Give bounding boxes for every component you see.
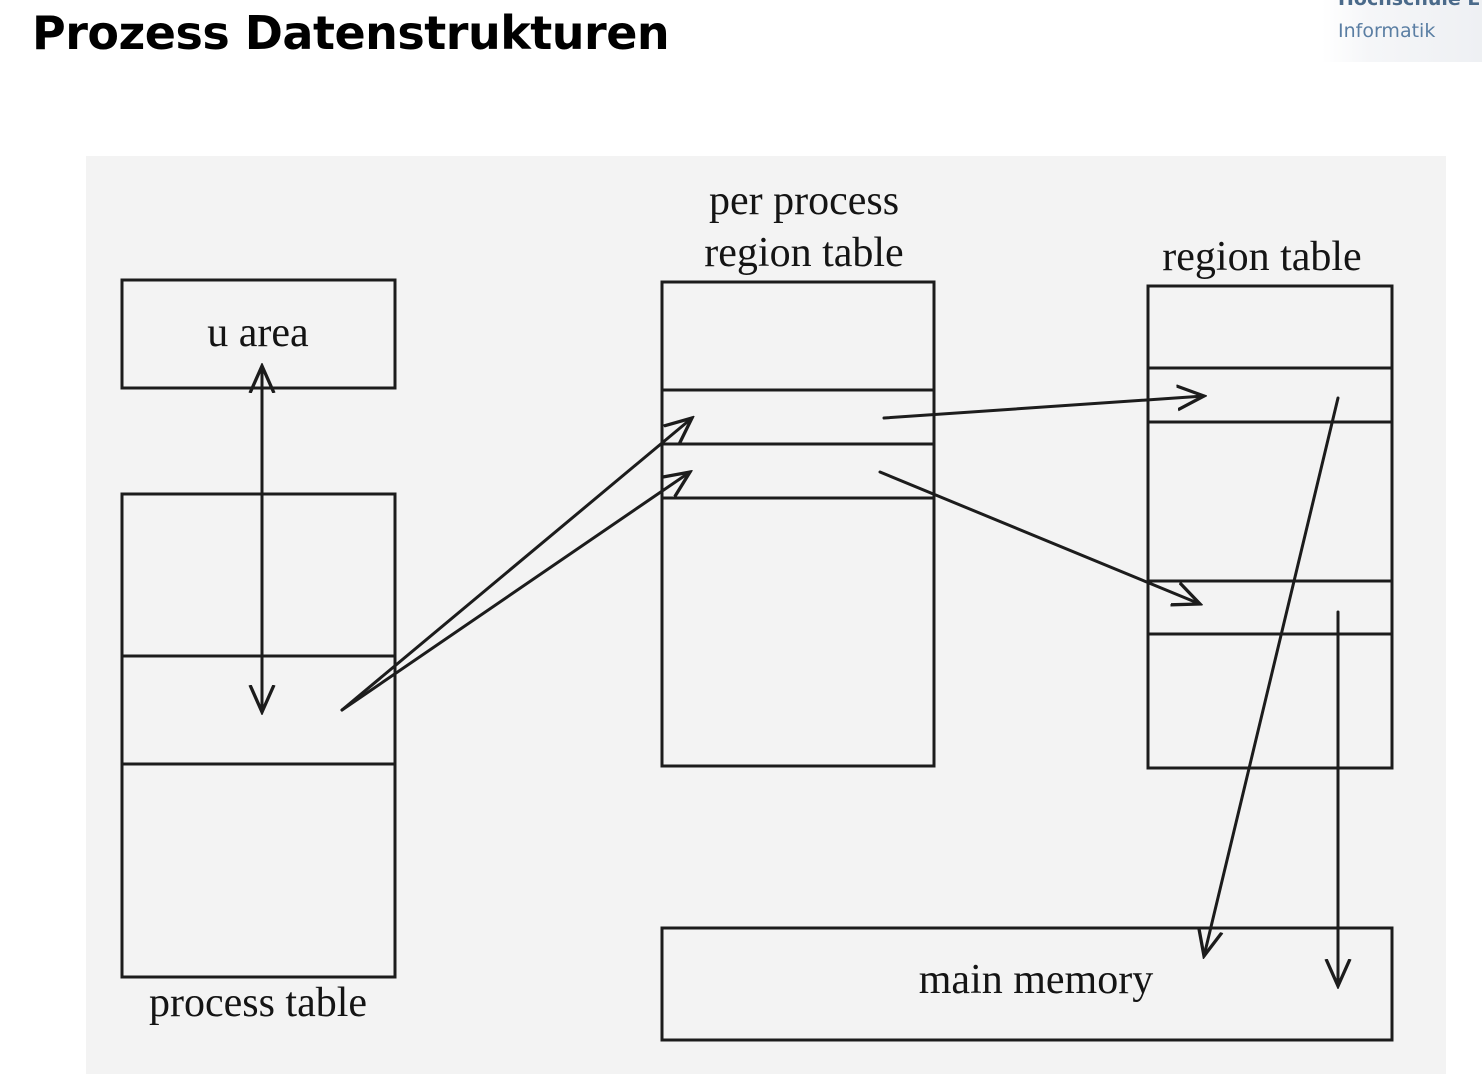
pregion-to-region-arrow <box>878 470 1200 604</box>
scanned-figure-background <box>86 156 1446 1074</box>
per-process-region-table-label-line1: per process <box>709 178 899 224</box>
pregion-to-region-arrow <box>882 396 1204 420</box>
process-to-pregion-arrow <box>340 418 692 712</box>
per-process-region-table-label-line2: region table <box>704 230 903 276</box>
per-process-region-table-box <box>660 280 936 768</box>
region-table-box <box>1146 284 1394 770</box>
process-table-box <box>120 492 397 979</box>
process-to-pregion-arrow <box>340 472 690 712</box>
logo-text-line1: Hochschule L <box>1338 0 1480 10</box>
u-area-label: u area <box>207 310 309 356</box>
institution-logo: Hochschule L Informatik <box>1322 0 1482 62</box>
page-title: Prozess Datenstrukturen <box>32 6 670 60</box>
logo-text-line2: Informatik <box>1338 20 1436 42</box>
main-memory-label: main memory <box>919 957 1153 1003</box>
region-table-label: region table <box>1162 234 1361 280</box>
process-table-label: process table <box>149 980 367 1026</box>
main-memory-box <box>660 926 1394 1042</box>
region-to-memory-arrow <box>1204 396 1340 956</box>
